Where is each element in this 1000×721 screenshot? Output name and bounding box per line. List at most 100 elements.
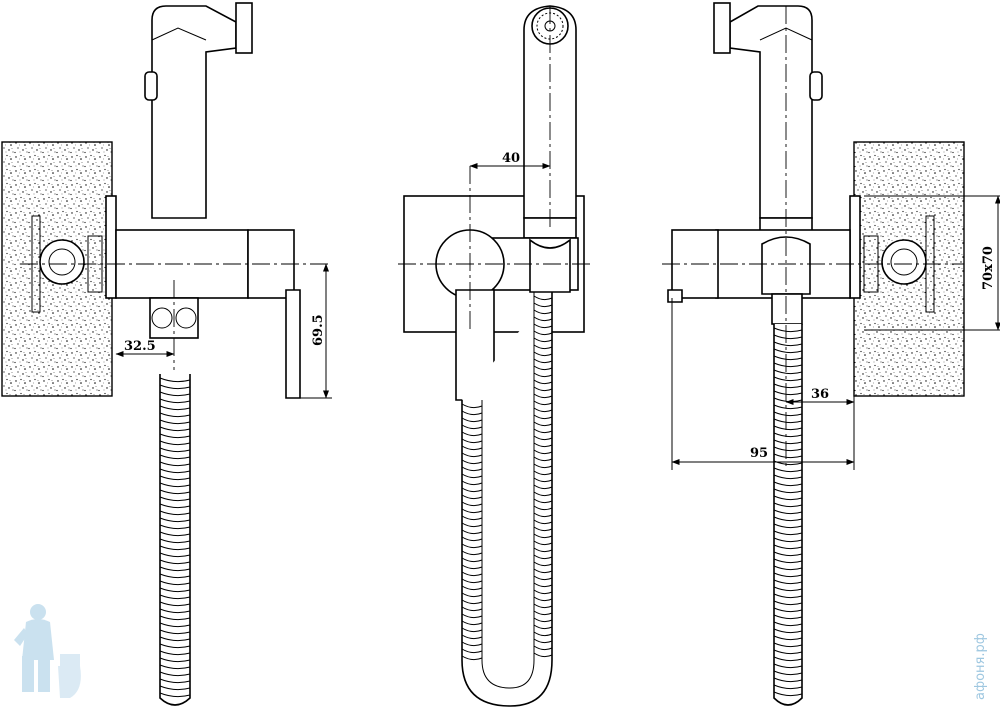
left-lever: [285, 289, 301, 399]
hose-coil: [773, 628, 803, 634]
hose-coil: [159, 657, 191, 663]
hose-coil: [159, 503, 191, 509]
hose-coil: [773, 558, 803, 564]
hose-coil: [773, 593, 803, 599]
hose-coil: [773, 635, 803, 641]
hose-coil: [461, 522, 483, 528]
hose-coil: [533, 491, 553, 497]
hose-coil: [773, 495, 803, 501]
hose-coil: [159, 594, 191, 600]
hose-coil: [159, 636, 191, 642]
hose-coil: [773, 411, 803, 417]
hose-coil: [773, 383, 803, 389]
hose-coil: [159, 678, 191, 684]
hose-coil: [461, 648, 483, 654]
hose-coil: [159, 643, 191, 649]
hose-coil: [773, 530, 803, 536]
hose-coil: [533, 547, 553, 553]
hose-coil: [533, 449, 553, 455]
hose-coil: [159, 468, 191, 474]
hose-coil: [533, 344, 553, 350]
hose-coil: [159, 524, 191, 530]
right-shower-head: [713, 2, 823, 239]
hose-coil: [533, 554, 553, 560]
hose-coil: [461, 641, 483, 647]
dim-right-depth-large: 95: [750, 446, 768, 461]
hose-coil: [533, 302, 553, 308]
hose-coil: [773, 551, 803, 557]
hose-coil: [159, 615, 191, 621]
hose-coil: [773, 488, 803, 494]
hose-coil: [773, 565, 803, 571]
hose-coil: [159, 671, 191, 677]
hose-coil: [533, 337, 553, 343]
hose-coil: [533, 309, 553, 315]
hose-coil: [461, 606, 483, 612]
hose-coil: [773, 502, 803, 508]
left-side-view: [1, 2, 332, 706]
hose-coil: [533, 379, 553, 385]
hose-coil: [461, 620, 483, 626]
left-shower-head: [144, 2, 253, 219]
dim-right-depth-small: 36: [811, 387, 829, 402]
hose-coil: [773, 369, 803, 375]
hose-coil: [159, 545, 191, 551]
hose-coil: [159, 489, 191, 495]
hose-coil: [159, 475, 191, 481]
hose-coil: [533, 421, 553, 427]
dim-left-height: 69.5: [311, 314, 326, 346]
hose-coil: [533, 358, 553, 364]
hose-coil: [461, 627, 483, 633]
hose-coil: [159, 447, 191, 453]
hose-coil: [159, 650, 191, 656]
hose-coil: [773, 432, 803, 438]
hose-coil: [159, 580, 191, 586]
hose-coil: [533, 323, 553, 329]
hose-coil: [159, 398, 191, 404]
hose-coil: [533, 638, 553, 644]
hose-coil: [773, 404, 803, 410]
hose-coil: [461, 480, 483, 486]
right-wall-plate: [849, 195, 861, 299]
plumber-logo: [14, 604, 81, 698]
hose-coil: [159, 419, 191, 425]
center-holder: [529, 238, 571, 293]
hose-coil: [773, 348, 803, 354]
hose-coil: [533, 624, 553, 630]
hose-coil: [461, 417, 483, 423]
hose-coil: [461, 424, 483, 430]
hose-coil: [159, 517, 191, 523]
hose-coil: [533, 505, 553, 511]
hose-coil: [533, 365, 553, 371]
hose-coil: [461, 592, 483, 598]
hose-coil: [159, 461, 191, 467]
hose-coil: [773, 572, 803, 578]
hose-coil: [159, 573, 191, 579]
hose-coil: [159, 412, 191, 418]
hose-coil: [533, 589, 553, 595]
hose-coil: [461, 613, 483, 619]
hose-coil: [533, 631, 553, 637]
right-embedded-valve: [863, 215, 935, 313]
hose-coil: [533, 512, 553, 518]
hose-coil: [533, 442, 553, 448]
hose-coil: [773, 516, 803, 522]
hose-coil: [461, 487, 483, 493]
hose-coil: [461, 501, 483, 507]
hose-coil: [159, 559, 191, 565]
hose-coil: [533, 561, 553, 567]
hose-coil: [773, 446, 803, 452]
hose-coil: [533, 596, 553, 602]
hose-coil: [533, 575, 553, 581]
hose-coil: [159, 510, 191, 516]
hose-coil: [533, 414, 553, 420]
hose-coil: [461, 452, 483, 458]
hose-coil: [773, 474, 803, 480]
hose-coil: [773, 614, 803, 620]
hose-coil: [461, 410, 483, 416]
hose-coil: [533, 316, 553, 322]
hose-coil: [461, 459, 483, 465]
hose-coil: [773, 523, 803, 529]
hose-coil: [533, 400, 553, 406]
